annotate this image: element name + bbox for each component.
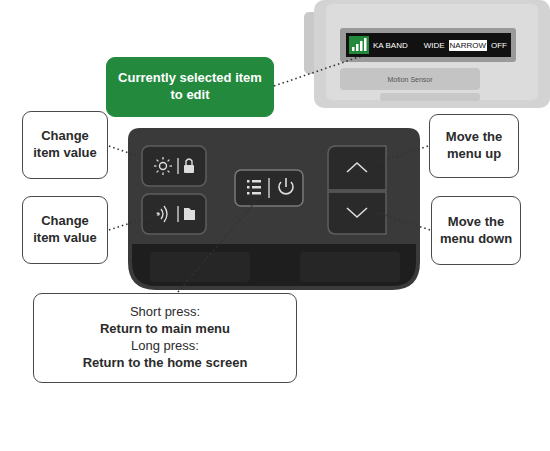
callout-box: Change item value [22, 111, 108, 179]
menu-item: KA BAND [372, 40, 409, 51]
press-type: Short press: [130, 304, 200, 321]
display-screen: KA BAND WIDENARROWOFF [346, 33, 511, 57]
signal-icon [349, 36, 369, 54]
callout-text: Currently selected item to edit [113, 70, 267, 104]
callout-text: Move the menu down [438, 214, 514, 248]
menu-option: OFF [490, 40, 508, 51]
press-action: Return to the home screen [83, 355, 248, 372]
press-action: Return to main menu [100, 321, 230, 338]
menu-option: WIDE [423, 40, 446, 51]
selected-option: NARROW [449, 40, 487, 51]
callout-box: Change item value [22, 196, 108, 264]
callout-text: Change item value [29, 128, 101, 162]
keypad [128, 128, 420, 290]
highlight-callout: Currently selected item to edit [106, 57, 274, 117]
callout-text: Move the menu up [436, 129, 512, 163]
press-type: Long press: [131, 338, 199, 355]
sensor-label: Motion Sensor [387, 76, 432, 83]
callout-box: Move the menu up [429, 114, 519, 178]
instruction-box: Short press:Return to main menuLong pres… [33, 293, 297, 383]
callout-text: Change item value [29, 213, 101, 247]
callout-box: Move the menu down [431, 196, 521, 265]
detector-housing [304, 0, 550, 108]
